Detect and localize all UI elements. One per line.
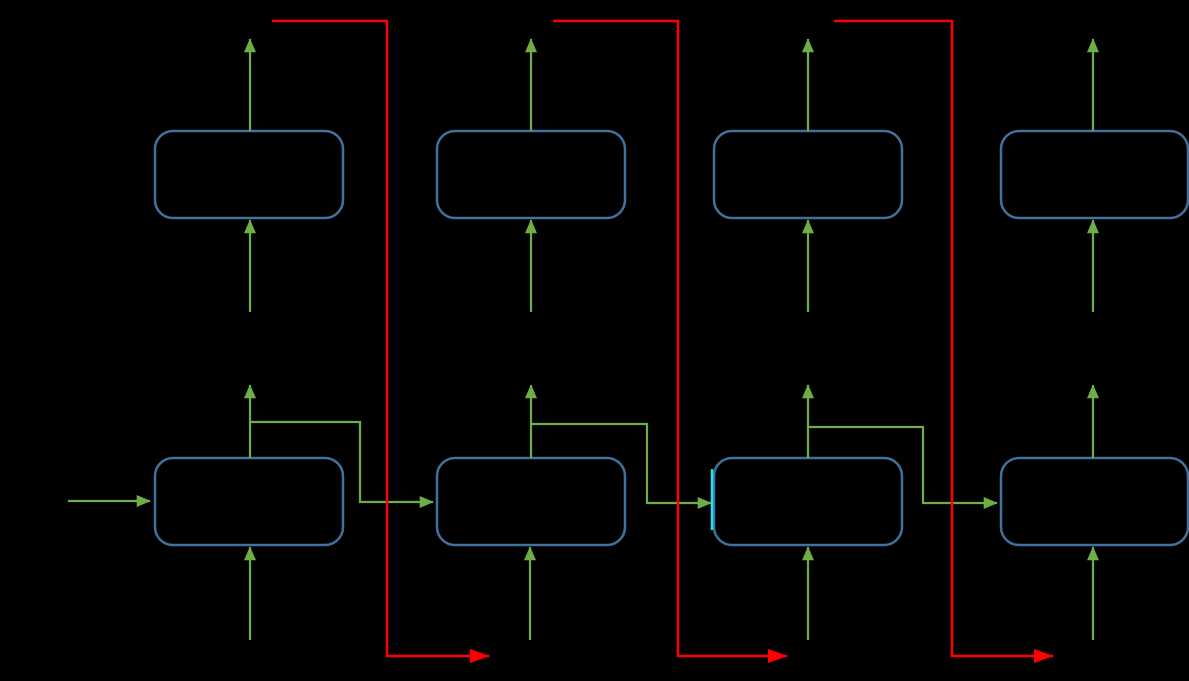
lower-box-4 [999,456,1189,547]
lower-box-2 [435,456,627,547]
feedback-arrow-2 [553,19,788,663]
feedback-arrow-3 [834,19,1054,663]
state-to-next-cell-arrow-3 [808,425,998,509]
feedback-arrow-1 [272,19,490,663]
lower-box-1 [153,456,345,547]
upper-box-4 [999,129,1189,220]
upper-box-2 [435,129,627,220]
upper-box-3 [712,129,904,220]
lower-box-3 [712,456,904,547]
upper-box-1 [153,129,345,220]
state-to-next-cell-arrow-1 [250,420,434,508]
